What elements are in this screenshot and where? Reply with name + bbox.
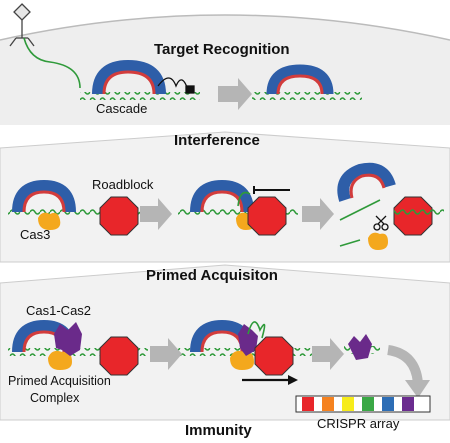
cas1-cas2-protein xyxy=(54,322,82,356)
section-title-immunity: Immunity xyxy=(185,422,252,439)
panel-target-recognition xyxy=(0,14,450,125)
section-title-interference: Interference xyxy=(174,132,260,149)
cas3-protein xyxy=(368,232,388,250)
phage-icon xyxy=(9,3,35,47)
crispr-spacer xyxy=(402,397,414,411)
crispr-spacer xyxy=(322,397,334,411)
cas1-cas2-protein xyxy=(238,324,258,356)
section-title-primed-acquisition: Primed Acquisiton xyxy=(146,267,278,284)
roadblock-octagon xyxy=(99,336,139,376)
roadblock-octagon xyxy=(254,336,294,376)
dna-strand xyxy=(8,208,298,216)
cascade-complex xyxy=(190,179,254,213)
scissors-icon xyxy=(373,215,389,231)
crispr-spacer xyxy=(362,397,374,411)
label-crispr-array: CRISPR array xyxy=(317,416,400,431)
section-title-target-recognition: Target Recognition xyxy=(154,41,290,58)
roadblock-octagon xyxy=(99,196,139,236)
cas3-protein xyxy=(38,212,61,230)
direction-marker xyxy=(253,186,290,194)
dna-strand xyxy=(394,208,444,216)
label-cas1-cas2: Cas1-Cas2 xyxy=(26,303,92,318)
label-roadblock: Roadblock xyxy=(92,177,154,192)
arrow-gray xyxy=(302,198,334,230)
dna-loop xyxy=(237,191,251,207)
cas1-cas2-integration xyxy=(344,334,380,360)
arrow-gray xyxy=(218,78,252,110)
dna-strand xyxy=(80,92,362,100)
dna-loops xyxy=(157,77,195,94)
label-cascade: Cascade xyxy=(96,101,148,116)
direction-arrowhead xyxy=(288,375,298,385)
curved-arrow xyxy=(387,345,423,385)
phage-dna xyxy=(23,37,81,89)
crispr-spacer xyxy=(342,397,354,411)
curved-arrowhead xyxy=(405,380,430,398)
arrow-gray xyxy=(312,338,344,370)
crispr-array xyxy=(295,395,431,413)
arrow-gray xyxy=(150,338,182,370)
cascade-complex-bound xyxy=(266,64,334,95)
cas3-protein xyxy=(230,350,254,370)
roadblock-octagon xyxy=(247,196,287,236)
cascade-complex xyxy=(92,59,166,95)
label-primed-complex-line1: Primed Acquisition xyxy=(8,374,111,388)
panel-primed-acquisition xyxy=(0,264,450,421)
dna-fragment xyxy=(339,199,381,247)
cascade-complex-released xyxy=(337,162,396,202)
label-primed-complex-line2: Complex xyxy=(30,391,80,405)
crispr-spacer xyxy=(382,397,394,411)
cas3-protein xyxy=(48,350,72,370)
dna-loop xyxy=(247,321,266,339)
crispr-spacer xyxy=(302,397,314,411)
cascade-complex xyxy=(12,179,76,213)
label-cas3: Cas3 xyxy=(20,227,51,242)
arrow-gray xyxy=(140,198,172,230)
